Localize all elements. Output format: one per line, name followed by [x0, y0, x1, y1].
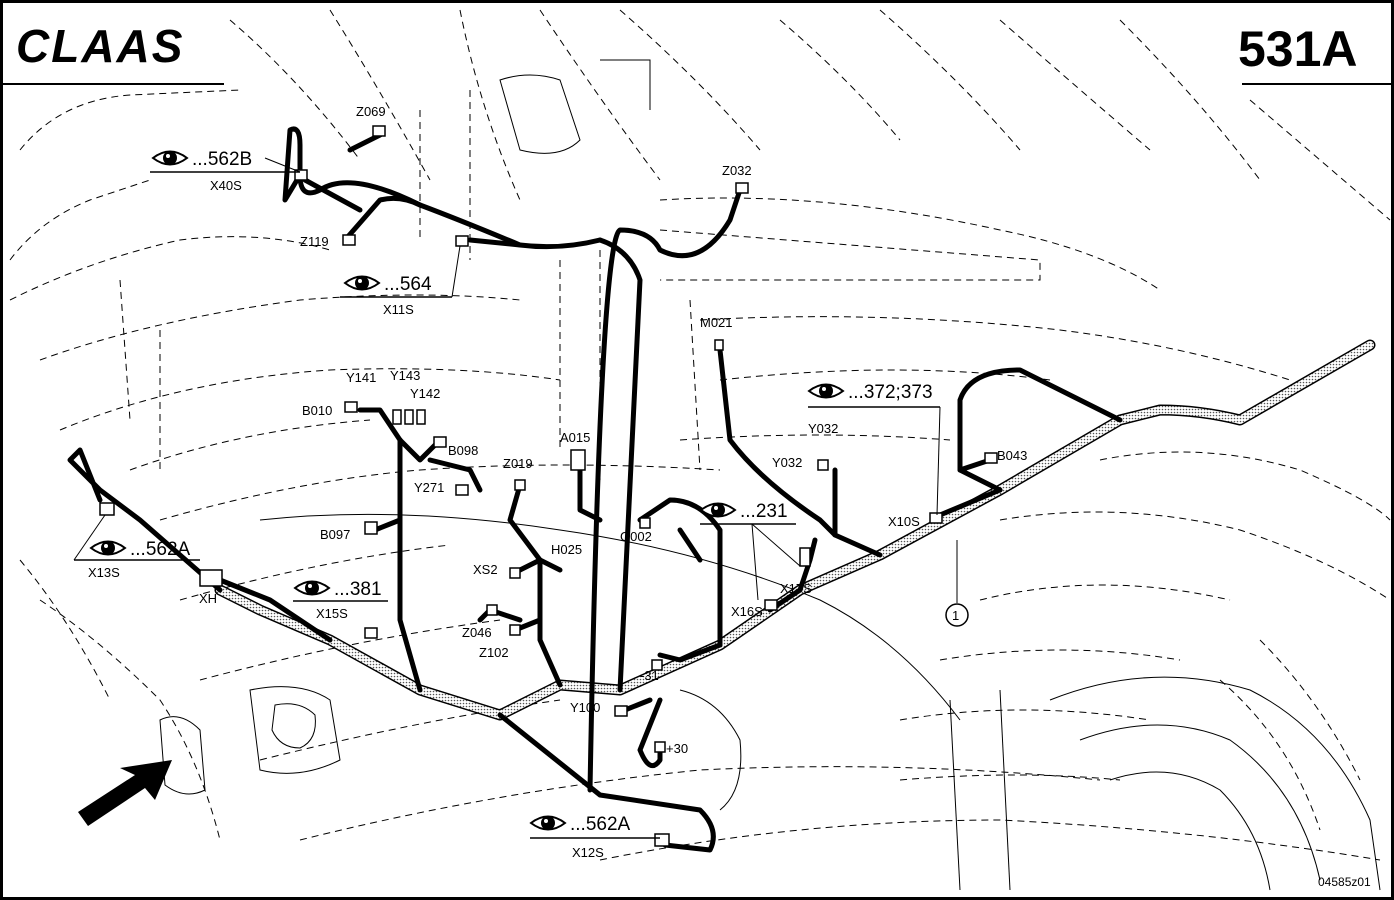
label-z102: Z102: [479, 645, 509, 660]
connector-label: X13S: [88, 565, 120, 580]
label-y271: Y271: [414, 480, 444, 495]
label-y143: Y143: [390, 368, 420, 383]
view-ref-label: ...562A: [570, 814, 631, 835]
view-ref-x13s[interactable]: ...562A X13S: [73, 514, 200, 580]
label-y141: Y141: [346, 370, 376, 385]
component-labels: Z069 Z032 Z119 M021 Y141 Y143 Y142 B010 …: [199, 104, 1027, 756]
label-y142: Y142: [410, 386, 440, 401]
label-y032-a: Y032: [808, 421, 838, 436]
label-m021: M021: [700, 315, 733, 330]
view-ref-label: ...564: [384, 274, 432, 295]
label-b098: B098: [448, 443, 478, 458]
direction-arrow: [78, 760, 172, 826]
view-ref-label: ...562B: [192, 149, 252, 170]
callout-number: 1: [952, 608, 959, 623]
label-z069: Z069: [356, 104, 386, 119]
connector-label: X40S: [210, 178, 242, 193]
connector-label: X15S: [316, 606, 348, 621]
machine-outline: [9, 9, 1391, 861]
label-minus-31: -31: [640, 668, 659, 683]
view-ref-label: ...562A: [130, 539, 191, 560]
label-b010: B010: [302, 403, 332, 418]
harness-trunk: [214, 339, 1376, 721]
view-ref-x12s[interactable]: ...562A X12S: [530, 814, 660, 860]
label-z119: Z119: [300, 234, 329, 249]
view-ref-label: ...372;373: [848, 382, 933, 403]
label-b097: B097: [320, 527, 350, 542]
label-b043: B043: [997, 448, 1027, 463]
view-ref-label: ...381: [334, 579, 382, 600]
label-z046: Z046: [462, 625, 492, 640]
harness-branches: [67, 126, 1123, 853]
view-ref-x40s[interactable]: ...562B X40S: [150, 149, 301, 193]
label-y032-b: Y032: [772, 455, 802, 470]
machine-solid-outline: [159, 59, 1381, 891]
label-a015: A015: [560, 430, 590, 445]
label-plus-30: +30: [666, 741, 688, 756]
connector-label: X11S: [383, 302, 414, 317]
label-g002: G002: [620, 529, 652, 544]
connector-label: X12S: [572, 845, 604, 860]
view-ref-x10s[interactable]: ...372;373 X10S: [808, 382, 941, 529]
claas-logo: CLAAS: [16, 20, 184, 72]
callout-1: 1: [945, 540, 969, 627]
label-z032: Z032: [722, 163, 752, 178]
view-ref-x11s[interactable]: ...564 X11S: [340, 245, 461, 317]
connector-label: X10S: [888, 514, 920, 529]
drawing-id: 04585z01: [1318, 875, 1371, 889]
view-ref-x16s[interactable]: ...231 X16S: [700, 501, 801, 619]
label-y100: Y100: [570, 700, 600, 715]
page-number: 531A: [1238, 21, 1358, 77]
view-ref-x15s[interactable]: ...381 X15S: [293, 579, 388, 621]
connector-label: X16S: [731, 604, 763, 619]
label-xh: XH: [199, 591, 217, 606]
label-h025: H025: [551, 542, 582, 557]
view-ref-label: ...231: [740, 501, 788, 522]
svg-text:CLAAS: CLAAS: [16, 20, 184, 72]
label-z019: Z019: [503, 456, 533, 471]
label-xs2: XS2: [473, 562, 498, 577]
label-x17s: X17S: [780, 581, 812, 596]
connectors: [99, 125, 998, 847]
